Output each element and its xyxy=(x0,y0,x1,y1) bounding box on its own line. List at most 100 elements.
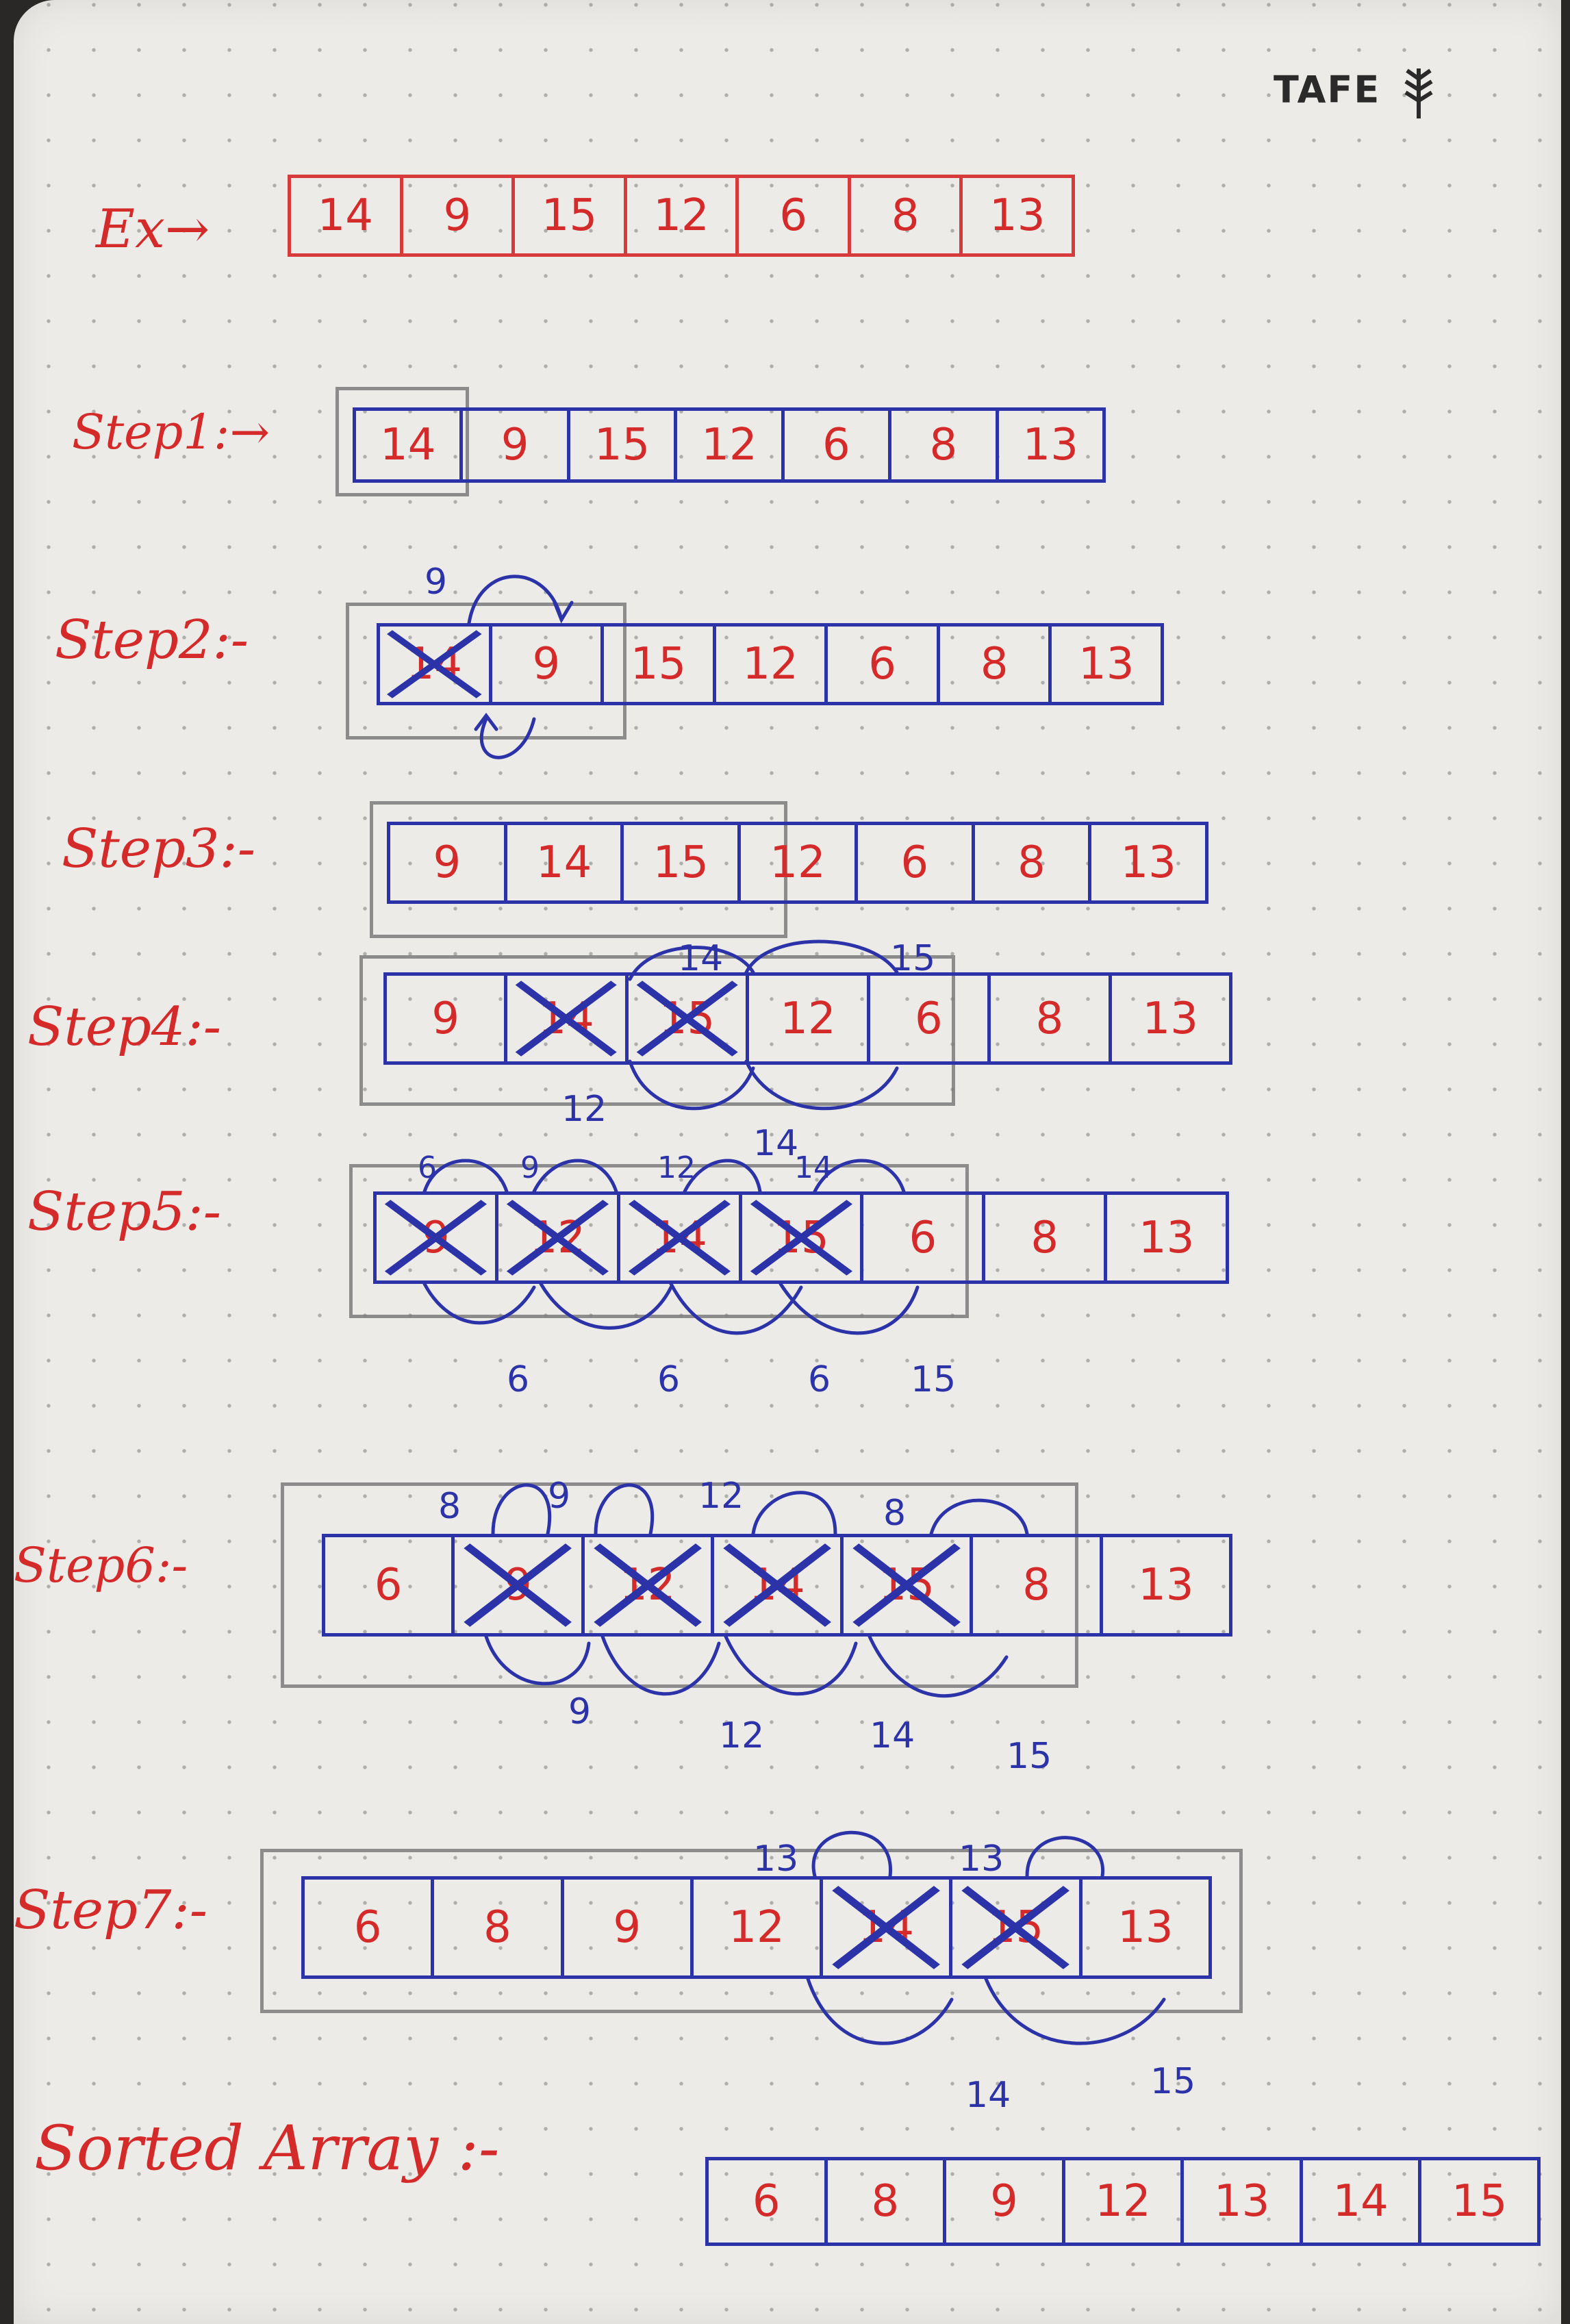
label-step3: Step3:- xyxy=(62,818,256,880)
array-cell-step2-2: 15 xyxy=(600,623,716,705)
note-step5-9: 9 xyxy=(520,1150,540,1185)
array-cell-step1-6: 13 xyxy=(995,407,1106,483)
array-cell-ex-1: 9 xyxy=(399,175,516,257)
array-cell-step6-6: 13 xyxy=(1099,1534,1232,1637)
cell-value: 8 xyxy=(980,639,1009,690)
cell-value: 13 xyxy=(1213,2176,1270,2227)
cell-value: 6 xyxy=(822,420,850,470)
note-step6-8b: 8 xyxy=(883,1493,907,1534)
array-cell-sorted-5: 14 xyxy=(1299,2157,1422,2246)
note-step5-6c: 6 xyxy=(808,1359,831,1400)
array-cell-step4-4: 6 xyxy=(866,972,991,1065)
notebook-page: TAFE Ex→ Step1:→ Step2:- Step3:- Step4:-… xyxy=(14,0,1561,2324)
array-cell-step5-3: 15 xyxy=(738,1191,864,1284)
array-cell-step5-5: 8 xyxy=(982,1191,1108,1284)
cell-value: 8 xyxy=(891,190,920,241)
cell-value: 12 xyxy=(770,837,826,888)
array-cell-step1-4: 6 xyxy=(781,407,892,483)
array-cell-step5-0: 9 xyxy=(373,1191,498,1284)
cell-value: 13 xyxy=(1078,639,1135,690)
label-step1: Step1:→ xyxy=(72,404,270,460)
array-cell-step7-0: 6 xyxy=(301,1876,435,1979)
cell-value: 9 xyxy=(613,1902,642,1953)
cell-value: 12 xyxy=(653,190,709,241)
cell-value: 13 xyxy=(1117,1902,1174,1953)
cell-value: 9 xyxy=(443,190,472,241)
array-cell-step2-1: 9 xyxy=(488,623,605,705)
note-step5-6: 6 xyxy=(418,1150,437,1185)
note-step5-6b: 6 xyxy=(657,1359,681,1400)
array-cell-ex-0: 14 xyxy=(288,175,403,257)
cross-out-icon xyxy=(832,1886,941,1969)
array-cell-ex-6: 13 xyxy=(959,175,1076,257)
note-step5-12: 12 xyxy=(657,1150,696,1185)
array-cell-step4-2: 15 xyxy=(624,972,750,1065)
cell-value: 12 xyxy=(701,420,757,470)
array-cell-step4-6: 13 xyxy=(1108,972,1232,1065)
cross-out-icon xyxy=(852,1543,961,1627)
note-step6-12b: 12 xyxy=(719,1715,765,1756)
cell-value: 13 xyxy=(1120,837,1176,888)
array-cell-ex-2: 15 xyxy=(511,175,627,257)
cell-value: 14 xyxy=(535,837,592,888)
label-ex: Ex→ xyxy=(96,199,210,260)
label-step7: Step7:- xyxy=(14,1880,208,1941)
dot-grid xyxy=(14,0,1561,2324)
note-step5-14: 14 xyxy=(794,1150,833,1185)
note-step4-14: 14 xyxy=(678,938,724,979)
array-cell-step6-2: 12 xyxy=(581,1534,714,1637)
cell-value: 8 xyxy=(1030,1212,1059,1263)
cross-out-icon xyxy=(723,1543,831,1627)
array-cell-step1-1: 9 xyxy=(459,407,570,483)
array-cell-step5-1: 12 xyxy=(494,1191,620,1284)
cross-out-icon xyxy=(961,1886,1070,1969)
cell-value: 9 xyxy=(990,2176,1018,2227)
cell-value: 12 xyxy=(729,1902,785,1953)
sorted-region-box-step7 xyxy=(260,1849,1243,2013)
label-sorted: Sorted Array :- xyxy=(34,2112,500,2184)
note-step6-9b: 9 xyxy=(568,1691,592,1732)
label-step2: Step2:- xyxy=(55,609,249,671)
note-step7-13a: 13 xyxy=(753,1839,799,1880)
array-cell-step1-5: 8 xyxy=(888,407,999,483)
array-cell-step3-3: 12 xyxy=(737,822,858,904)
cell-value: 8 xyxy=(483,1902,511,1953)
array-cell-step7-5: 15 xyxy=(949,1876,1082,1979)
cross-out-icon xyxy=(628,1200,731,1276)
array-cell-step7-2: 9 xyxy=(560,1876,694,1979)
label-step4: Step4:- xyxy=(27,996,222,1058)
cell-value: 12 xyxy=(742,639,798,690)
cell-value: 14 xyxy=(379,420,436,470)
cell-value: 14 xyxy=(317,190,373,241)
array-cell-step6-3: 14 xyxy=(710,1534,844,1637)
array-cell-step6-4: 15 xyxy=(840,1534,974,1637)
array-cell-step3-1: 14 xyxy=(503,822,624,904)
array-cell-step2-4: 6 xyxy=(824,623,940,705)
cell-value: 6 xyxy=(752,2176,781,2227)
logo-text: TAFE xyxy=(1274,68,1381,112)
array-cell-step2-6: 13 xyxy=(1048,623,1165,705)
array-cell-sorted-0: 6 xyxy=(705,2157,828,2246)
array-cell-step7-3: 12 xyxy=(689,1876,824,1979)
array-cell-sorted-6: 15 xyxy=(1418,2157,1541,2246)
cell-value: 14 xyxy=(1332,2176,1389,2227)
note-step4-14b: 14 xyxy=(753,1123,799,1164)
array-cell-step5-2: 14 xyxy=(616,1191,742,1284)
wheat-icon xyxy=(1404,68,1433,118)
sorted-region-box-step3 xyxy=(370,801,787,938)
cell-value: 15 xyxy=(630,639,687,690)
cell-value: 6 xyxy=(374,1560,403,1611)
array-cell-sorted-4: 13 xyxy=(1180,2157,1303,2246)
cross-out-icon xyxy=(593,1543,702,1627)
cell-value: 6 xyxy=(915,993,943,1044)
array-cell-step3-4: 6 xyxy=(854,822,975,904)
note-step6-8a: 8 xyxy=(438,1486,461,1527)
cell-value: 6 xyxy=(909,1212,937,1263)
note-step6-15: 15 xyxy=(1006,1736,1052,1777)
